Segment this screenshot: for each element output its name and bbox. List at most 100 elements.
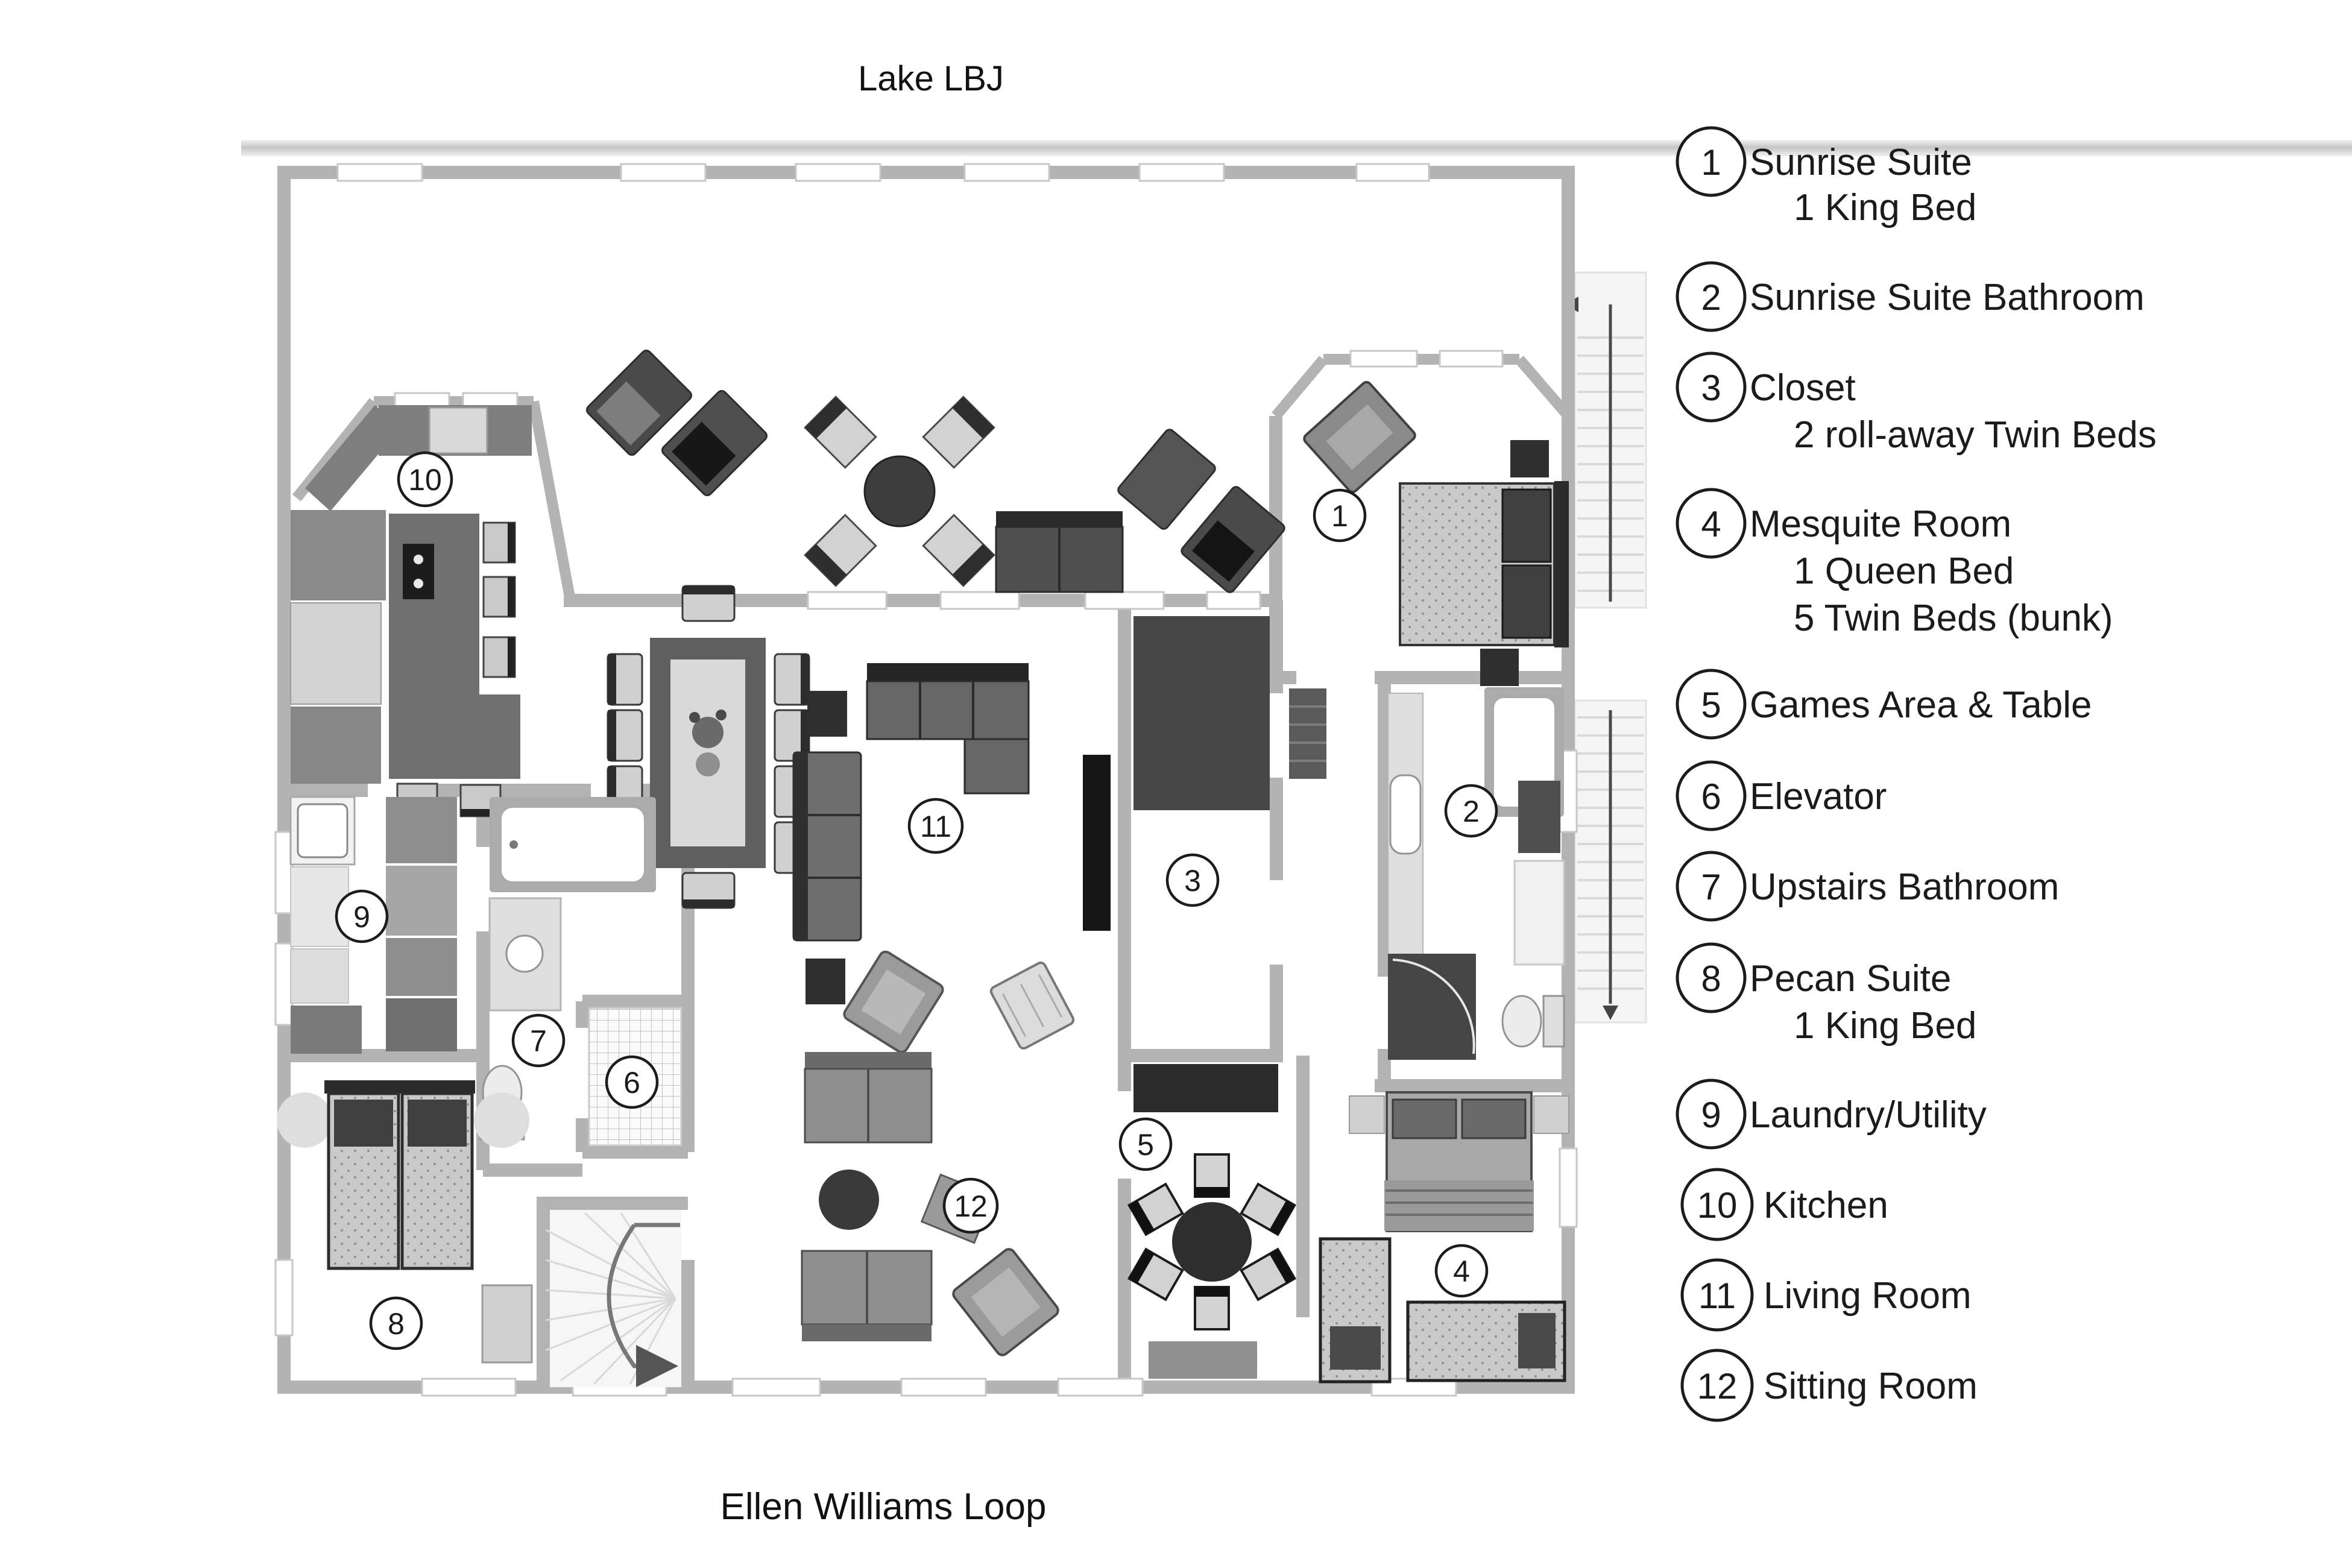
svg-text:1: 1 <box>1701 142 1721 183</box>
dresser <box>481 1284 533 1364</box>
svg-text:12: 12 <box>954 1189 988 1223</box>
coffee-table <box>819 1170 879 1230</box>
game-chair <box>1239 1247 1297 1302</box>
svg-text:Elevator: Elevator <box>1750 776 1887 817</box>
cabinet <box>1518 781 1560 853</box>
dining-chair <box>607 653 643 706</box>
svg-text:1: 1 <box>1331 499 1348 533</box>
kitchen <box>290 405 532 817</box>
closet-carpet <box>1133 616 1270 810</box>
exterior-stairs-lower <box>1574 699 1647 1024</box>
cabinet <box>386 998 457 1051</box>
stairs-direction-arrow <box>607 1223 680 1387</box>
room-marker-8: 8 <box>369 1296 423 1350</box>
road-bar <box>241 140 2352 156</box>
media-console <box>1133 1064 1278 1112</box>
windows <box>274 163 1578 1397</box>
twin-bed-horizontal <box>1406 1300 1566 1382</box>
nightstand <box>1510 440 1549 477</box>
mesquite-room <box>1319 1091 1569 1384</box>
legend-item-2: 2 Sunrise Suite Bathroom <box>1676 261 2145 332</box>
washer <box>386 797 457 863</box>
laundry-utility <box>289 796 457 1054</box>
legend: 1 Sunrise Suite 1 King Bed 2 Sunrise Sui… <box>1676 126 2157 1422</box>
dining-chair <box>681 585 736 622</box>
svg-text:Closet: Closet <box>1750 367 1856 409</box>
legend-item-12: 12 Sitting Room <box>1680 1349 1978 1422</box>
tv-console <box>1083 755 1111 931</box>
room-marker-1: 1 <box>1313 488 1367 543</box>
svg-text:Sunrise Suite: Sunrise Suite <box>1750 142 1972 183</box>
counter <box>290 948 349 1004</box>
sitting-room <box>801 1052 1059 1356</box>
sink <box>505 934 544 973</box>
kitchen-island <box>389 514 479 694</box>
game-chair <box>1127 1182 1185 1236</box>
dining-set <box>607 585 810 909</box>
kitchen-counter-angled <box>305 405 400 511</box>
svg-text:2: 2 <box>1701 277 1721 318</box>
room-marker-10: 10 <box>397 451 453 508</box>
dining-chair <box>607 709 643 762</box>
living-room <box>792 663 1111 1054</box>
svg-text:Sitting Room: Sitting Room <box>1764 1365 1978 1407</box>
pecan-suite <box>277 1080 533 1364</box>
toilet <box>1501 995 1565 1048</box>
svg-text:2 roll-away Twin Beds: 2 roll-away Twin Beds <box>1794 414 2157 456</box>
dryer <box>386 866 457 936</box>
svg-text:3: 3 <box>1184 864 1201 898</box>
nightstand <box>1533 1095 1569 1134</box>
headboard <box>324 1080 475 1094</box>
nightstand <box>1480 649 1519 686</box>
legend-item-8: 8 Pecan Suite 1 King Bed <box>1676 942 1976 1047</box>
legend-item-5: 5 Games Area & Table <box>1676 669 2092 740</box>
svg-text:Games Area & Table: Games Area & Table <box>1750 684 2092 726</box>
games-rug <box>1149 1341 1257 1379</box>
deck-round-table <box>863 455 936 527</box>
svg-text:5: 5 <box>1701 685 1721 725</box>
legend-item-9: 9 Laundry/Utility <box>1676 1078 1987 1150</box>
svg-text:1 King Bed: 1 King Bed <box>1794 187 1976 228</box>
svg-text:8: 8 <box>1701 959 1721 999</box>
legend-item-10: 10 Kitchen <box>1680 1168 1888 1241</box>
svg-text:Pecan Suite: Pecan Suite <box>1750 958 1951 1000</box>
legend-item-3: 3 Closet 2 roll-away Twin Beds <box>1676 351 2157 456</box>
kitchen-stool <box>482 636 516 678</box>
plan-markers: 1 2 3 4 5 6 7 8 9 10 11 12 <box>335 451 1498 1350</box>
svg-text:1 King Bed: 1 King Bed <box>1794 1005 1976 1047</box>
sitting-armchair <box>952 1248 1059 1356</box>
stairs-down-arrow-icon <box>1603 1006 1618 1020</box>
svg-text:9: 9 <box>1701 1095 1721 1135</box>
kitchen-island-seating <box>389 694 520 779</box>
deck-loveseat <box>995 511 1124 593</box>
svg-text:6: 6 <box>1701 776 1721 817</box>
end-table <box>806 959 845 1004</box>
dining-chair <box>774 653 810 706</box>
svg-text:7: 7 <box>1701 867 1721 907</box>
upstairs-bathroom <box>479 797 656 1141</box>
kitchen-cabinet <box>291 707 381 784</box>
svg-text:5 Twin Beds (bunk): 5 Twin Beds (bunk) <box>1794 597 2113 639</box>
counter <box>1513 860 1565 966</box>
room-marker-4: 4 <box>1434 1244 1489 1298</box>
room-marker-2: 2 <box>1444 784 1498 838</box>
loveseat <box>801 1250 933 1341</box>
legend-item-4: 4 Mesquite Room 1 Queen Bed 5 Twin Beds … <box>1676 488 2113 639</box>
end-table <box>807 691 847 737</box>
legend-item-1: 1 Sunrise Suite 1 King Bed <box>1676 126 1976 228</box>
svg-text:8: 8 <box>388 1307 405 1341</box>
svg-text:11: 11 <box>1698 1276 1736 1316</box>
legend-item-6: 6 Elevator <box>1676 760 1887 831</box>
svg-text:Kitchen: Kitchen <box>1764 1185 1888 1226</box>
svg-text:1 Queen Bed: 1 Queen Bed <box>1794 550 2014 592</box>
svg-text:9: 9 <box>353 900 370 934</box>
svg-text:2: 2 <box>1463 795 1480 828</box>
wicker-chair <box>989 962 1075 1050</box>
cabinet <box>386 938 457 996</box>
loveseat <box>804 1052 933 1144</box>
legend-item-11: 11 Living Room <box>1680 1258 1972 1332</box>
svg-text:Laundry/Utility: Laundry/Utility <box>1750 1094 1987 1136</box>
deck-lounge-chairs-left <box>586 350 768 496</box>
